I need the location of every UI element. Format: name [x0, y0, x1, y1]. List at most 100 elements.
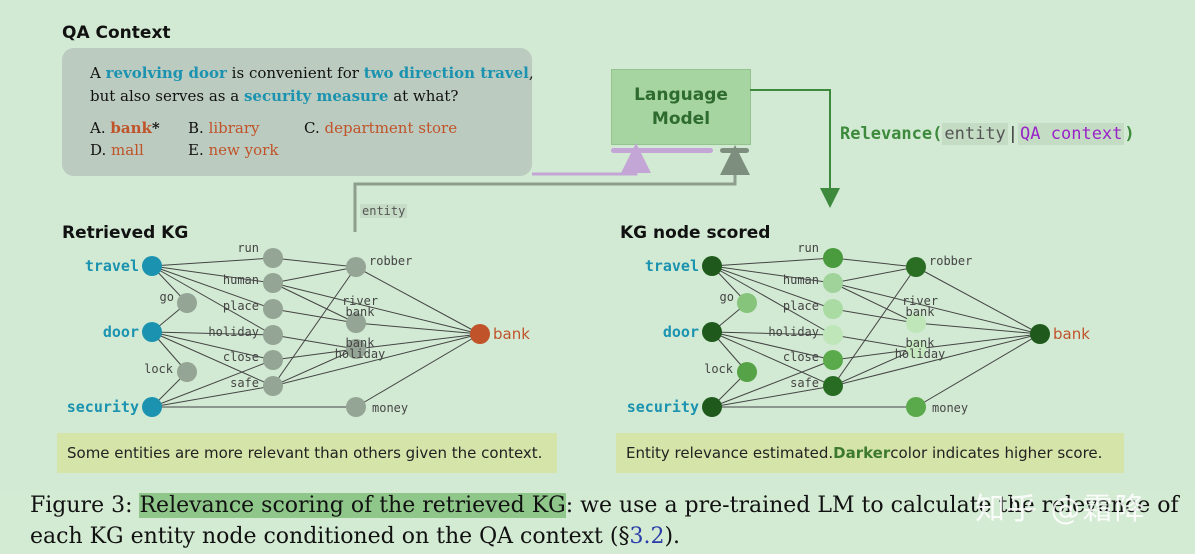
relevance-context: QA context [1018, 123, 1125, 145]
retrieved-kg-graph: traveldoorsecuritygolockrunhumanplacehol… [67, 241, 530, 417]
kg-edge [832, 348, 917, 361]
kg-label-close: close [783, 350, 819, 364]
question1-part-4: , [528, 64, 534, 82]
kg-edge [151, 331, 274, 336]
answer-text: new york [208, 141, 279, 159]
kg-edge [832, 334, 917, 350]
kg-edge [915, 266, 1041, 335]
context-arrow [532, 143, 651, 176]
kg-node-robber [906, 257, 926, 277]
question1-part-3: two direction travel [363, 64, 529, 82]
kg-node-run [823, 248, 843, 268]
question1-part-0: A [90, 64, 106, 82]
kg-node-place [823, 299, 843, 319]
kg-node-money [906, 397, 926, 417]
kg-label-bankholiday: holiday [895, 347, 946, 361]
kg-edge [151, 265, 274, 310]
kg-edge [711, 265, 834, 336]
kg-edge [711, 331, 834, 387]
kg-node-bankholiday [346, 339, 366, 359]
kg-label-riverbank: bank [346, 305, 376, 319]
retrieved-kg-caption: Some entities are more relevant than oth… [57, 433, 557, 473]
figcap-prefix: Figure 3: [30, 493, 140, 518]
kg-node-riverbank [346, 313, 366, 333]
kg-label-go: go [160, 290, 174, 304]
kg-node-safe [823, 376, 843, 396]
answer-letter: D. [90, 141, 112, 159]
kg-label-holiday: holiday [208, 325, 259, 339]
question2-part-1: security measure [243, 87, 389, 105]
kg-label-robber: robber [929, 254, 972, 268]
kg-label-place: place [223, 299, 259, 313]
kg-edge [272, 348, 357, 361]
relevance-arrow [750, 89, 840, 208]
kg-edge [832, 282, 1041, 335]
kg-edge [832, 282, 917, 324]
kg-node-human [263, 273, 283, 293]
kg-label-go: go [720, 290, 734, 304]
figcap-section-link[interactable]: 3.2 [629, 524, 665, 549]
kg-node-door [702, 322, 722, 342]
kg-edge [711, 331, 834, 336]
kg-node-security [142, 397, 162, 417]
answer-text: mall [111, 141, 144, 159]
kg-node-safe [263, 376, 283, 396]
kg-label-travel: travel [85, 257, 139, 275]
kg-edge [832, 333, 1041, 387]
kg-label-money: money [372, 401, 408, 415]
kg-edge [272, 334, 357, 350]
kg-edge [711, 265, 834, 284]
kg-node-lock [737, 362, 757, 382]
scored-kg-title: KG node scored [620, 223, 771, 243]
answer-choice: C. department store [304, 119, 457, 137]
kg-label-door: door [663, 323, 699, 341]
kg-edge [272, 266, 357, 387]
relevance-separator: | [1007, 124, 1019, 144]
relevance-label: Relevance [840, 124, 933, 144]
answer-choice: A. bank* [90, 119, 160, 137]
kg-edge [151, 265, 274, 284]
kg-label-human: human [783, 273, 819, 287]
lm-label-line1: Language [634, 85, 728, 105]
kg-edge [832, 266, 917, 387]
kg-label-bankholiday: bank [346, 336, 376, 350]
kg-label-safe: safe [790, 376, 819, 390]
kg-node-bank [470, 324, 490, 344]
kg-label-bank: bank [493, 325, 530, 343]
kg-node-money [346, 397, 366, 417]
kg-edge [151, 265, 274, 336]
figure: QA Context A revolving door is convenien… [57, 23, 1135, 473]
kg-label-bankholiday: holiday [335, 347, 386, 361]
figcap-mid: : we use a pre-trained LM to calculate t… [30, 493, 1179, 549]
scored-caption-bold: Darker [833, 444, 891, 462]
kg-label-run: run [797, 241, 819, 255]
relevance-formula: Relevance(entity|QA context) [840, 123, 1135, 145]
kg-label-robber: robber [369, 254, 412, 268]
kg-node-close [263, 350, 283, 370]
kg-label-riverbank: river [902, 294, 938, 308]
kg-label-riverbank: river [342, 294, 378, 308]
lm-label-line2: Model [651, 109, 711, 129]
answer-choice: D. mall [90, 141, 144, 159]
kg-edge [151, 359, 274, 408]
kg-node-lock [177, 362, 197, 382]
kg-edge [272, 333, 481, 387]
answer-letter: C. [304, 119, 325, 137]
kg-edge [832, 257, 917, 268]
answer-letter: E. [188, 141, 209, 159]
kg-label-door: door [103, 323, 139, 341]
kg-edge [832, 348, 917, 387]
answer-text: library [208, 119, 260, 137]
question-line-2: but also serves as a security measure at… [90, 87, 458, 105]
kg-node-holiday [823, 325, 843, 345]
kg-label-security: security [67, 398, 139, 416]
kg-edge [272, 308, 357, 324]
kg-label-bank: bank [1053, 325, 1090, 343]
answer-choice: B. library [188, 119, 260, 137]
kg-label-close: close [223, 350, 259, 364]
retrieved-kg-title: Retrieved KG [62, 223, 189, 243]
kg-edge [711, 331, 834, 361]
figure-caption: Figure 3: Relevance scoring of the retri… [30, 490, 1190, 552]
kg-edge [711, 257, 834, 267]
kg-label-bankholiday: bank [906, 336, 936, 350]
